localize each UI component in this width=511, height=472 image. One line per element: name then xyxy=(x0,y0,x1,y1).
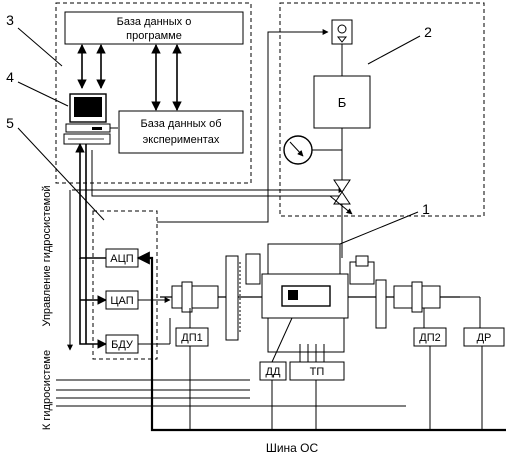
hydro-signal-line xyxy=(157,29,329,223)
computer-icon xyxy=(63,93,111,145)
computer-to-bdu-bus xyxy=(79,258,107,349)
dd-label: ДД xyxy=(266,366,281,378)
db-experiments-label-line2: экспериментах xyxy=(143,134,220,146)
callout-3: 3 xyxy=(6,12,14,28)
tank-box xyxy=(313,75,371,129)
dr-box xyxy=(463,327,505,347)
callout-5-leader xyxy=(17,127,105,221)
db-program-label-line1: База данных о xyxy=(117,16,192,28)
pump-icon xyxy=(331,19,353,45)
bdu-label: БДУ xyxy=(111,339,134,351)
dp2-label: ДП2 xyxy=(419,332,440,344)
callout-2: 2 xyxy=(424,24,432,40)
to-hydro-label: К гидросистеме xyxy=(41,350,53,430)
converter-group xyxy=(92,210,158,360)
dac-label: ЦАП xyxy=(110,295,133,307)
callout-4-leader xyxy=(17,81,69,107)
dp1-label: ДП1 xyxy=(181,332,202,344)
callout-2-leader xyxy=(367,35,421,65)
hydro-control-line-3 xyxy=(91,182,344,197)
hydro-control-label: Управление гидросистемой xyxy=(41,185,53,326)
tank-label: Б xyxy=(338,95,347,110)
callout-5: 5 xyxy=(6,115,14,131)
valve-arrow xyxy=(329,195,353,215)
pressure-gauge-icon xyxy=(283,135,313,165)
feedback-bus xyxy=(136,251,506,432)
db-experiments-label-line1: База данных об xyxy=(141,118,222,130)
bus-label: Шина ОС xyxy=(266,441,319,455)
callout-4: 4 xyxy=(6,69,14,85)
db-experiments-box xyxy=(118,110,244,154)
db-program-box xyxy=(64,11,244,45)
dp1-box xyxy=(175,327,209,347)
db-program-label-line2: программе xyxy=(126,30,182,42)
dd-box xyxy=(259,361,287,381)
callout-1-leader xyxy=(339,211,419,245)
valve-icon xyxy=(333,179,351,205)
tp-label: ТП xyxy=(310,366,325,378)
callout-1: 1 xyxy=(422,201,430,217)
dp2-box xyxy=(413,327,447,347)
computer-system-group xyxy=(55,2,252,184)
test-rig xyxy=(160,243,460,353)
hydraulic-system-group xyxy=(279,2,485,217)
dr-label: ДР xyxy=(477,332,492,344)
callout-3-leader xyxy=(17,27,63,67)
tp-box xyxy=(289,361,345,381)
adc-label: АЦП xyxy=(110,253,133,265)
dd-link xyxy=(271,317,293,363)
